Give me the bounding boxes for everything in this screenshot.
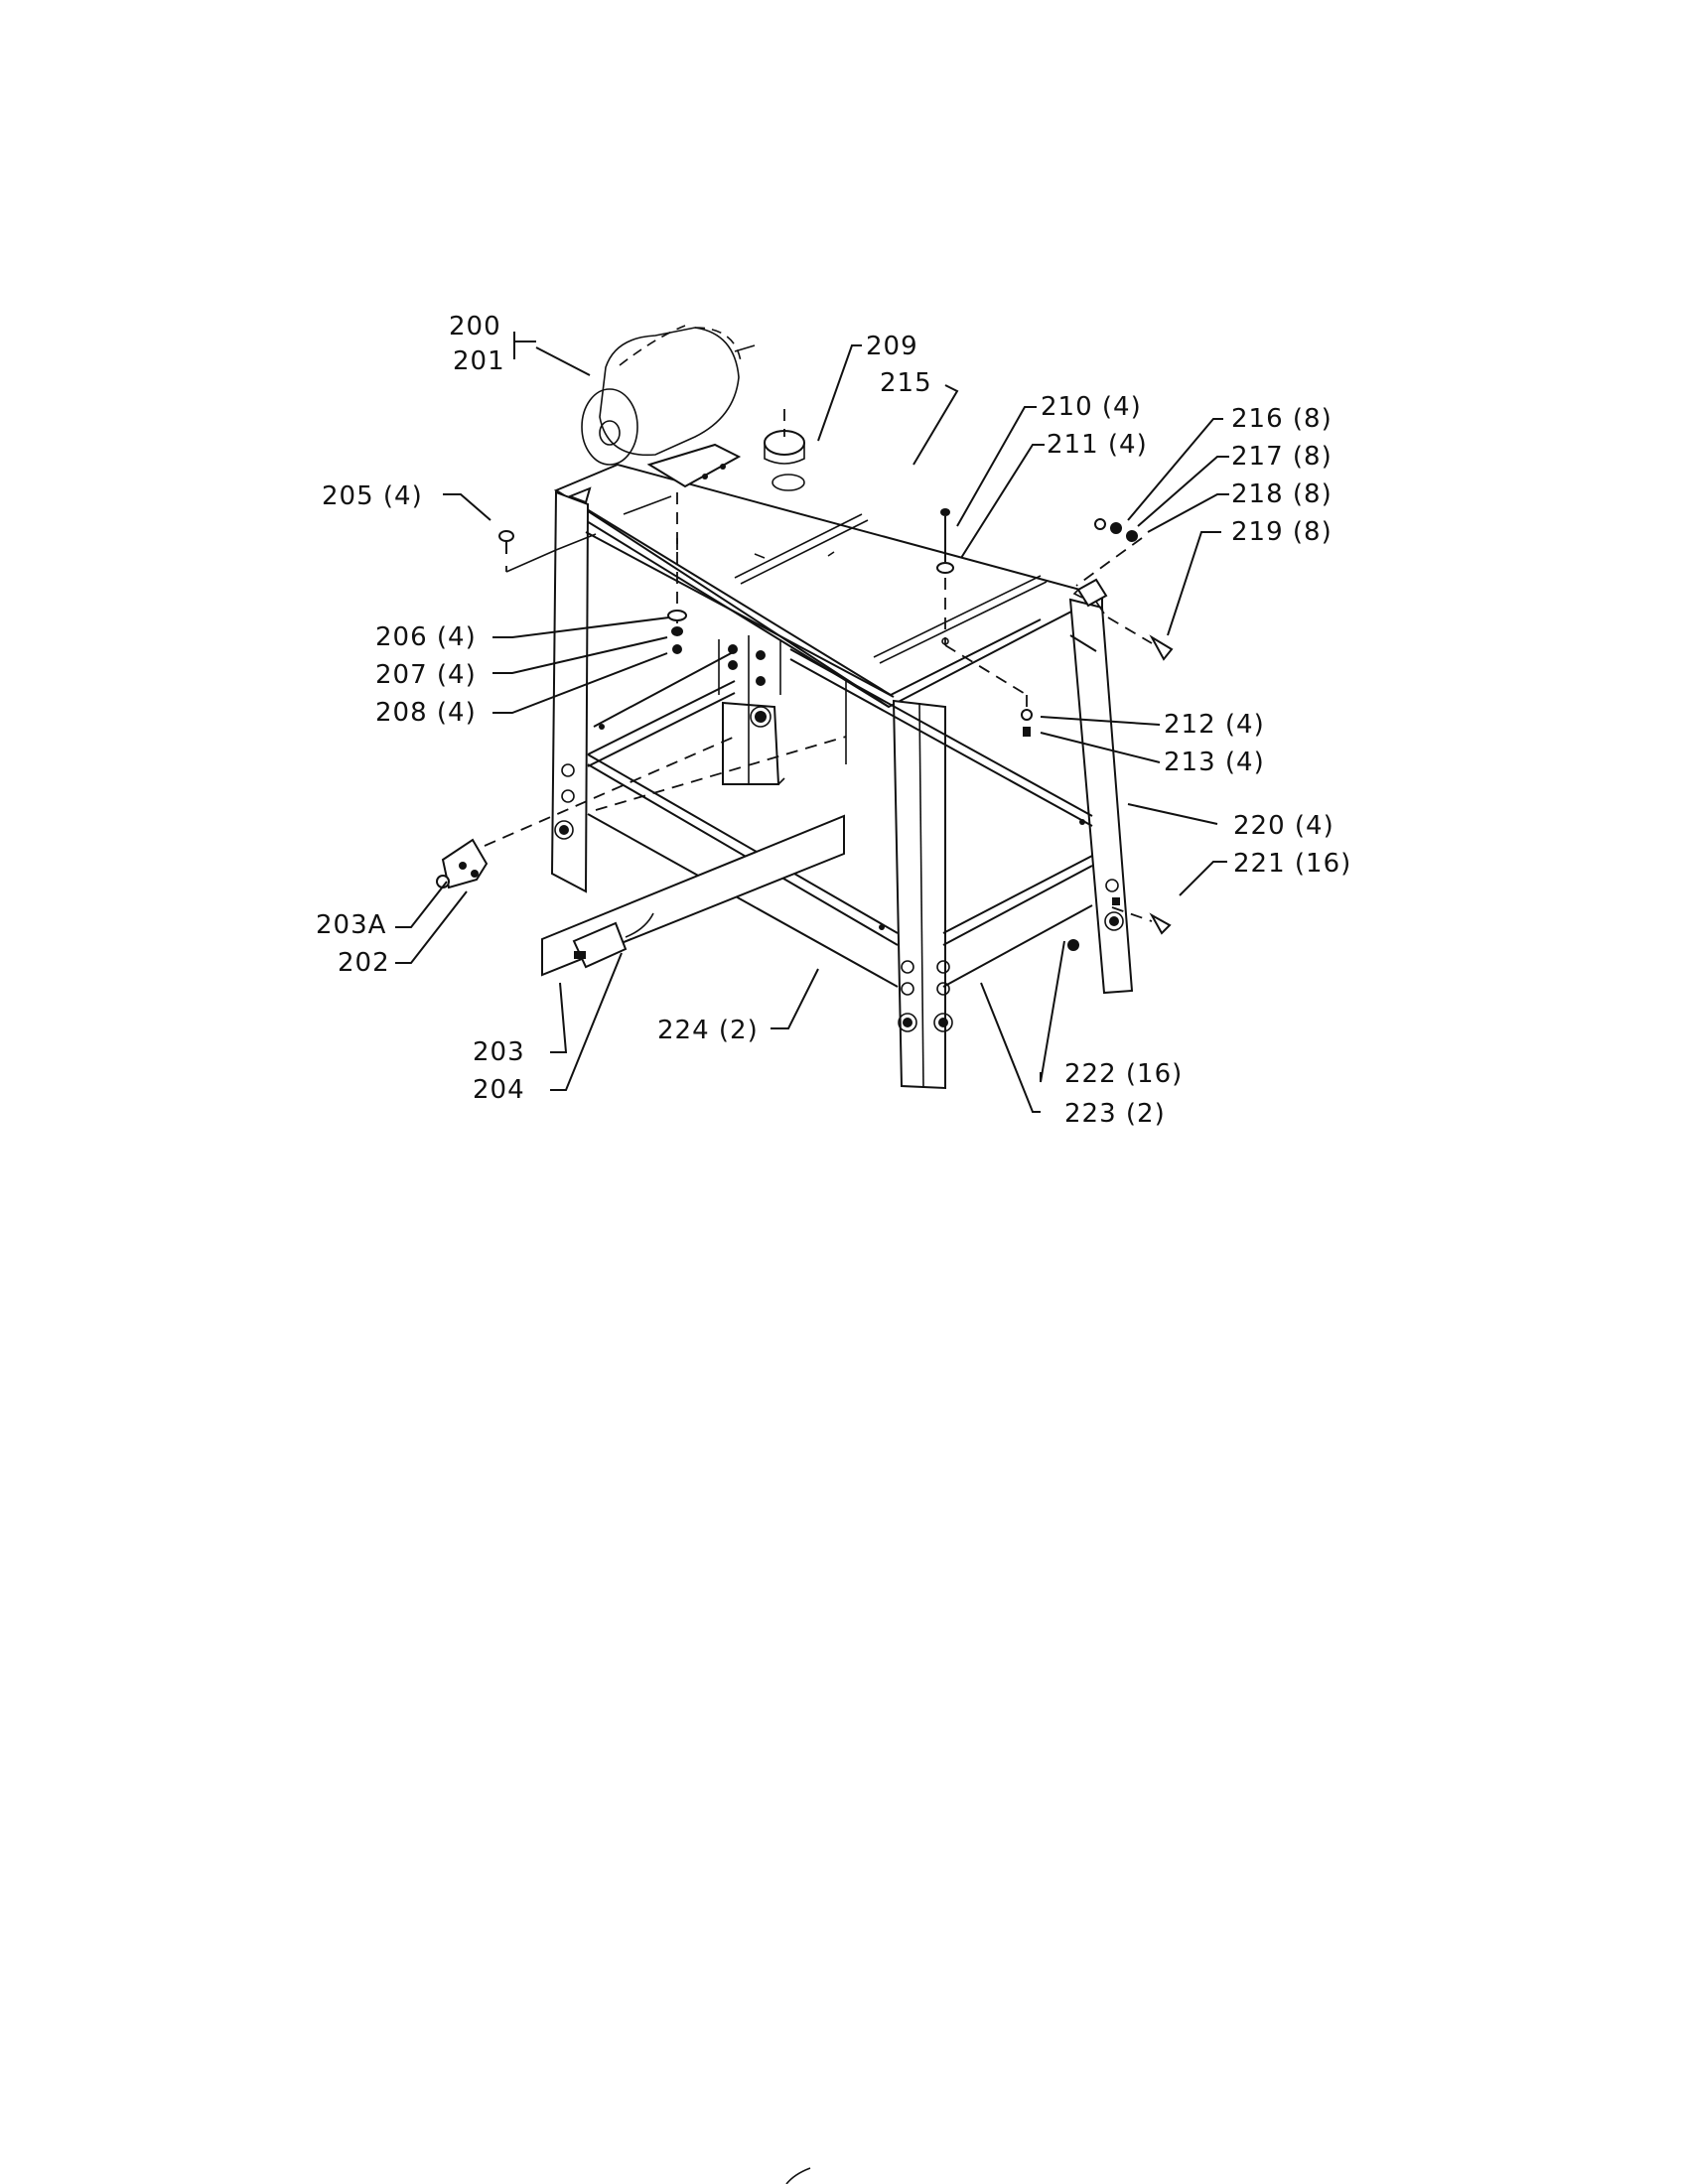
- stand-drawing: [436, 325, 1174, 1090]
- callout-203: 203: [473, 1037, 525, 1067]
- leader-lines: [395, 332, 1229, 1113]
- callout-215: 215: [880, 368, 932, 398]
- callout-222: 222 (16): [1064, 1059, 1183, 1089]
- callout-223: 223 (2): [1064, 1099, 1166, 1129]
- callout-207: 207 (4): [375, 660, 477, 690]
- callout-216: 216 (8): [1231, 404, 1333, 434]
- motor: [581, 325, 756, 488]
- scan-mark: [785, 2167, 811, 2184]
- callout-202: 202: [338, 948, 390, 978]
- motor-hardware: [498, 492, 687, 654]
- callout-221: 221 (16): [1233, 849, 1351, 879]
- callout-211: 211 (4): [1047, 430, 1148, 460]
- switch-assembly: [436, 736, 847, 977]
- leg-hardware: [1067, 518, 1174, 951]
- callout-205: 205 (4): [322, 481, 423, 511]
- callout-208: 208 (4): [375, 698, 477, 728]
- insert-ring: [764, 409, 805, 465]
- callout-203a: 203A: [316, 910, 386, 940]
- callout-217: 217 (8): [1231, 442, 1333, 472]
- callout-218: 218 (8): [1231, 479, 1333, 509]
- callout-210: 210 (4): [1041, 392, 1142, 422]
- callout-labels: 200 201 202 203 203A 204 205 (4) 206 (4)…: [316, 312, 1351, 1129]
- center-brace: [718, 635, 847, 785]
- callout-212: 212 (4): [1164, 710, 1265, 740]
- callout-200: 200: [449, 312, 501, 341]
- callout-204: 204: [473, 1075, 525, 1105]
- callout-201: 201: [453, 346, 505, 376]
- bolt-washer: [936, 508, 1033, 737]
- callout-206: 206 (4): [375, 622, 477, 652]
- callout-224: 224 (2): [657, 1016, 759, 1045]
- callout-209: 209: [866, 332, 918, 361]
- callout-213: 213 (4): [1164, 748, 1265, 777]
- legs: [550, 486, 1134, 1090]
- rails: [585, 531, 1097, 988]
- callout-219: 219 (8): [1231, 517, 1333, 547]
- callout-220: 220 (4): [1233, 811, 1334, 841]
